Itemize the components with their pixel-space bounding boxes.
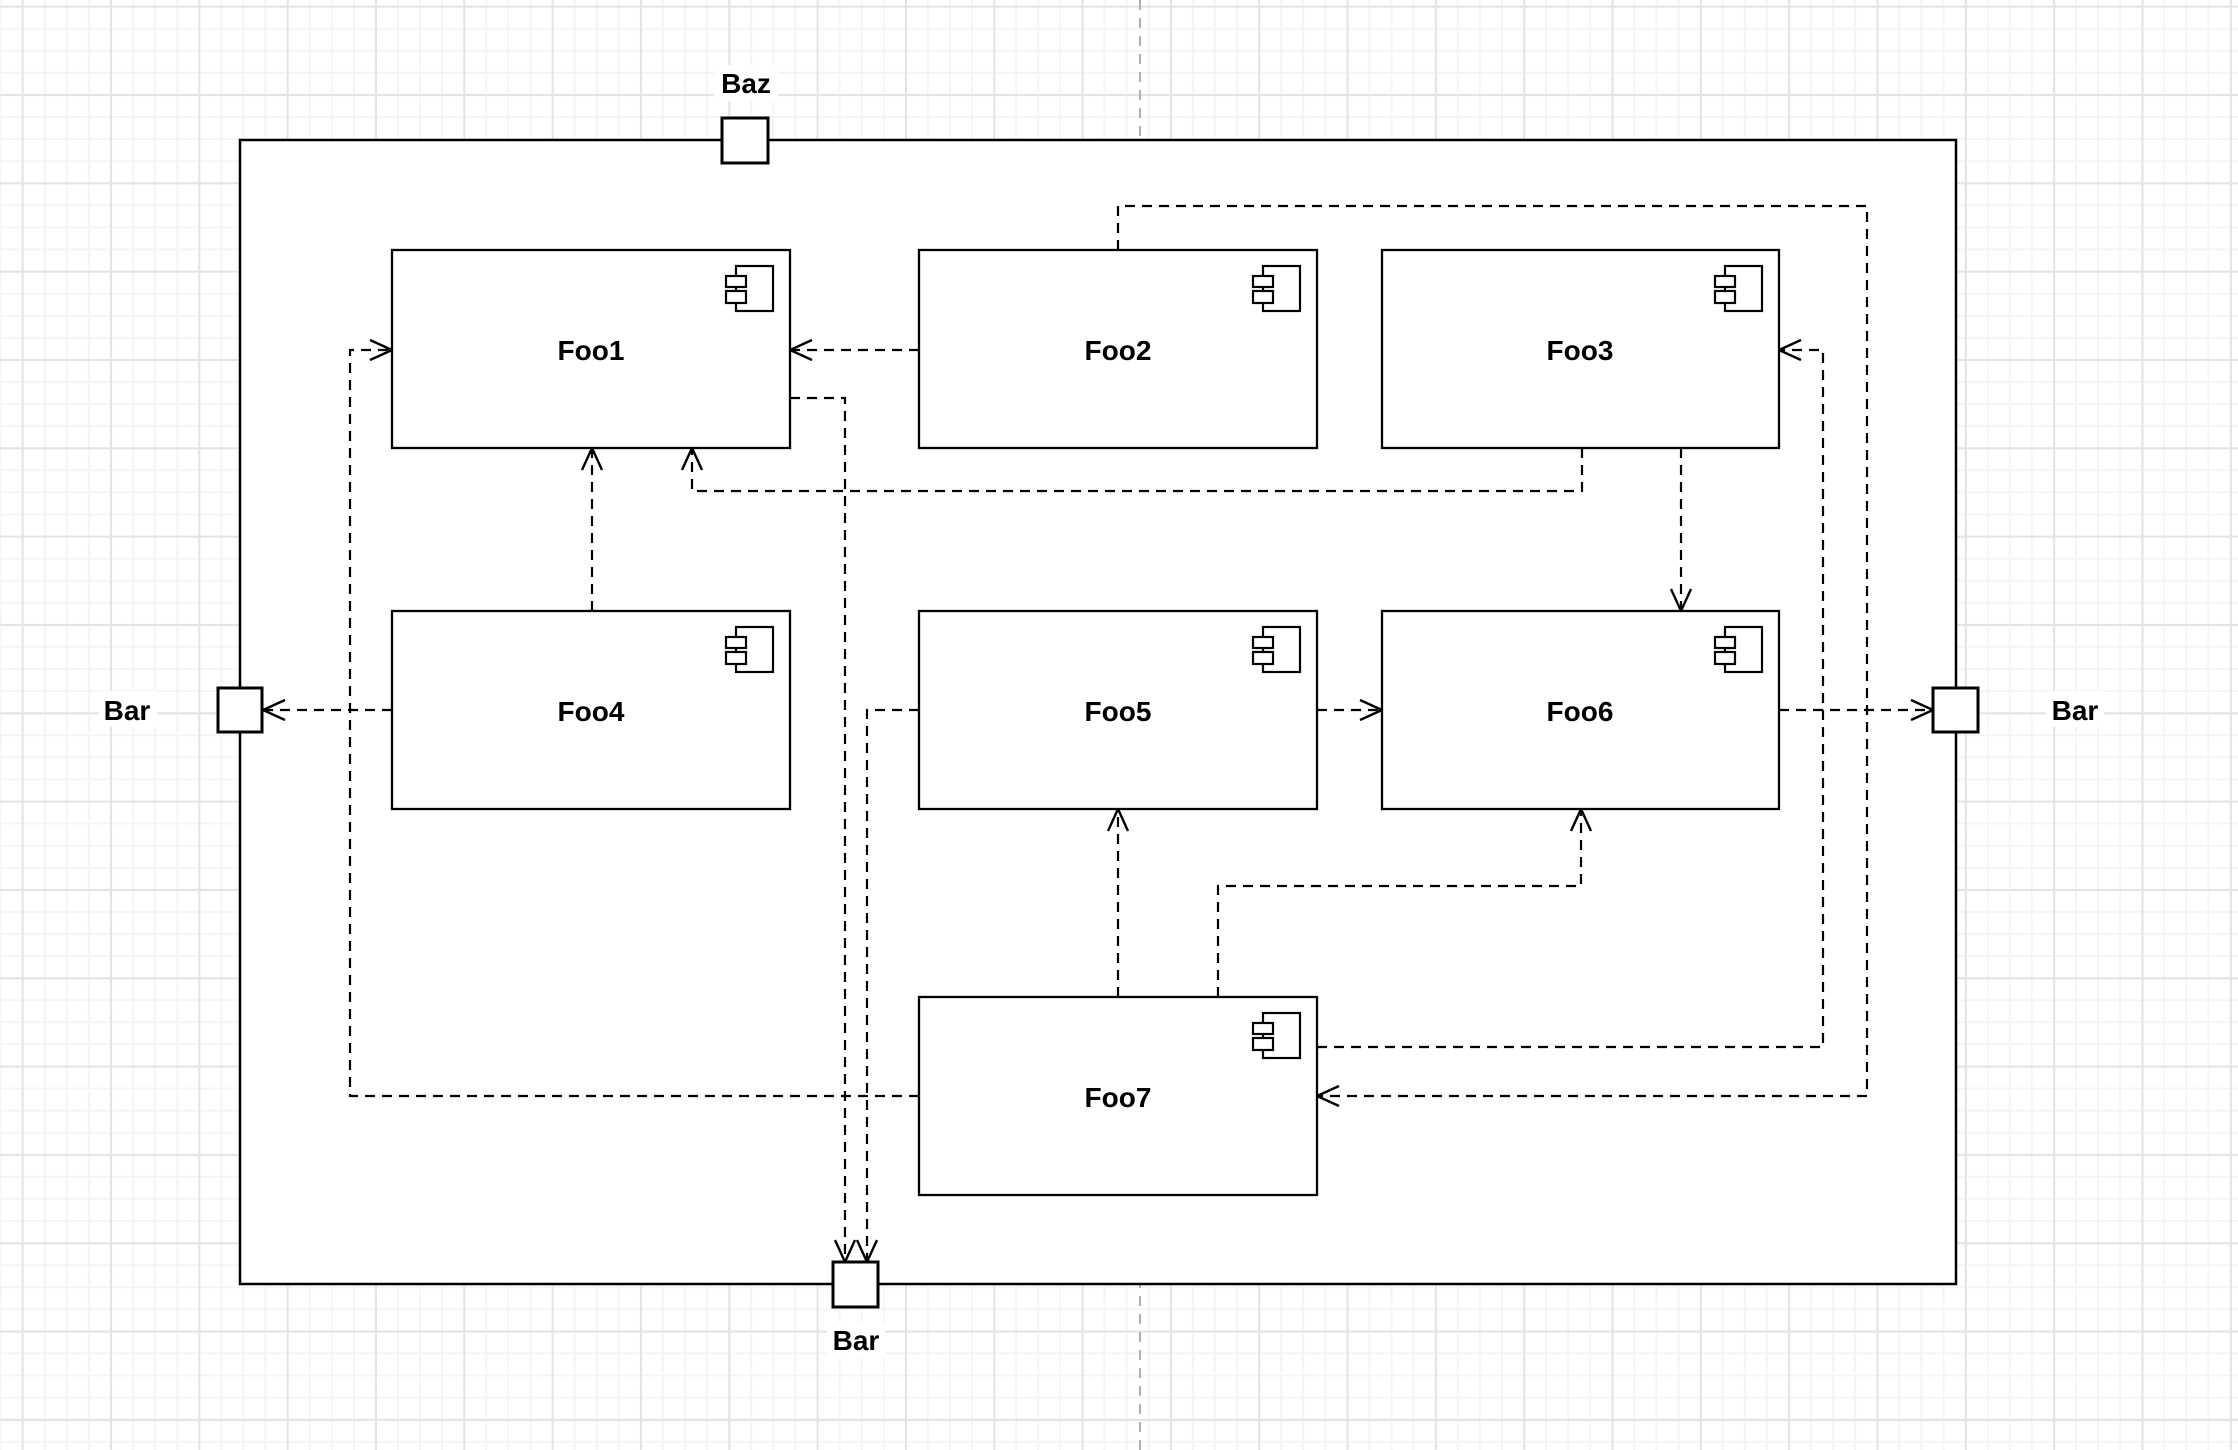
uml-component-icon bbox=[1251, 1011, 1302, 1060]
port-bar-bottom-square[interactable] bbox=[831, 1260, 880, 1309]
port-bar-right[interactable]: Bar bbox=[1931, 686, 2104, 734]
connections-layer bbox=[260, 204, 1936, 1265]
component-foo3-box[interactable] bbox=[1380, 248, 1781, 450]
connection-foo7-to-foo1[interactable] bbox=[348, 338, 919, 1098]
uml-component-icon bbox=[1713, 264, 1764, 313]
component-foo3[interactable]: Foo3 bbox=[1380, 248, 1781, 450]
component-foo5[interactable]: Foo5 bbox=[917, 609, 1319, 811]
component-foo7[interactable]: Foo7 bbox=[917, 995, 1319, 1197]
uml-component-icon bbox=[1251, 625, 1302, 674]
component-foo2-label: Foo2 bbox=[1085, 335, 1152, 366]
component-foo6-label: Foo6 bbox=[1547, 696, 1614, 727]
port-bar-bottom[interactable]: Bar bbox=[827, 1260, 885, 1358]
port-bar-right-label: Bar bbox=[2052, 695, 2099, 726]
port-bar-left-square[interactable] bbox=[216, 686, 264, 734]
port-baz-top[interactable]: Baz bbox=[714, 65, 778, 165]
component-foo5-label: Foo5 bbox=[1085, 696, 1152, 727]
uml-component-icon bbox=[1713, 625, 1764, 674]
component-foo5-box[interactable] bbox=[917, 609, 1319, 811]
component-foo6-box[interactable] bbox=[1380, 609, 1781, 811]
connection-foo5-to-bottom-bar-port[interactable] bbox=[855, 708, 919, 1265]
component-foo7-box[interactable] bbox=[917, 995, 1319, 1197]
component-foo1-label: Foo1 bbox=[558, 335, 625, 366]
port-bar-left-label: Bar bbox=[104, 695, 151, 726]
connection-foo7-to-foo6[interactable] bbox=[1216, 806, 1593, 997]
uml-component-icon bbox=[1251, 264, 1302, 313]
port-bar-left-label-halo bbox=[99, 691, 157, 727]
connection-foo7-to-foo3[interactable] bbox=[1317, 338, 1825, 1049]
component-foo4[interactable]: Foo4 bbox=[390, 609, 792, 811]
component-foo4-box[interactable] bbox=[390, 609, 792, 811]
port-bar-bottom-label: Bar bbox=[833, 1325, 880, 1356]
connection-foo1-to-bottom-bar-port[interactable] bbox=[790, 396, 857, 1265]
component-foo2[interactable]: Foo2 bbox=[917, 248, 1319, 450]
port-baz-label: Baz bbox=[721, 68, 771, 99]
component-foo7-label: Foo7 bbox=[1085, 1082, 1152, 1113]
component-foo2-box[interactable] bbox=[917, 248, 1319, 450]
port-bar-right-label-halo bbox=[2046, 691, 2104, 727]
component-foo6[interactable]: Foo6 bbox=[1380, 609, 1781, 811]
uml-component-icon bbox=[724, 625, 775, 674]
port-baz-square[interactable] bbox=[720, 116, 770, 165]
component-foo1[interactable]: Foo1 bbox=[390, 248, 792, 450]
port-baz-label-halo bbox=[714, 65, 778, 101]
component-foo4-label: Foo4 bbox=[558, 696, 625, 727]
port-bar-right-square[interactable] bbox=[1931, 686, 1980, 734]
port-bar-left[interactable]: Bar bbox=[99, 686, 264, 734]
port-bar-bottom-label-halo bbox=[827, 1322, 885, 1358]
uml-component-icon bbox=[724, 264, 775, 313]
component-foo3-label: Foo3 bbox=[1547, 335, 1614, 366]
connection-foo3-to-foo1[interactable] bbox=[680, 445, 1584, 493]
component-foo1-box[interactable] bbox=[390, 248, 792, 450]
